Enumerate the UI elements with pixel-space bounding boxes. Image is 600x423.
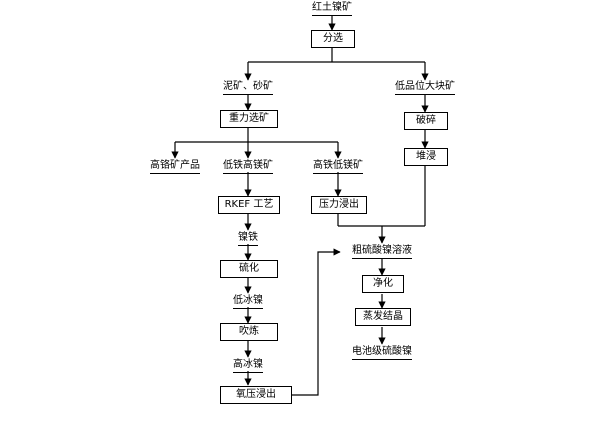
node-mud-sand: 泥矿、砂矿 <box>223 81 273 95</box>
box-pressure-leach: 压力浸出 <box>311 196 367 214</box>
node-ore: 红土镍矿 <box>312 2 352 16</box>
node-high-chrome: 高铬矿产品 <box>150 160 200 174</box>
box-purify: 净化 <box>362 275 404 293</box>
line-oxy-return <box>291 248 341 396</box>
node-battery-sulfate: 电池级硫酸镍 <box>352 346 412 360</box>
box-crush: 破碎 <box>404 112 448 130</box>
box-oxy-leach: 氧压浸出 <box>220 386 292 404</box>
node-nife: 镍铁 <box>238 232 258 246</box>
node-high-fe-low-mg: 高铁低镁矿 <box>313 160 363 174</box>
node-high-matte: 高冰镍 <box>233 359 263 373</box>
box-evap: 蒸发结晶 <box>355 308 411 326</box>
node-low-matte: 低冰镍 <box>233 295 263 309</box>
node-crude-sulfate: 粗硫酸镍溶液 <box>352 245 412 259</box>
box-sulfidize: 硫化 <box>220 260 278 278</box>
box-gravity: 重力选矿 <box>220 110 278 128</box>
box-rkef: RKEF 工艺 <box>218 196 280 214</box>
node-low-grade-block: 低品位大块矿 <box>395 81 455 95</box>
box-blow: 吹炼 <box>220 323 278 341</box>
box-heap-leach: 堆浸 <box>404 148 448 166</box>
box-sort: 分选 <box>311 30 355 48</box>
node-low-fe-high-ni: 低铁高镁矿 <box>223 160 273 174</box>
